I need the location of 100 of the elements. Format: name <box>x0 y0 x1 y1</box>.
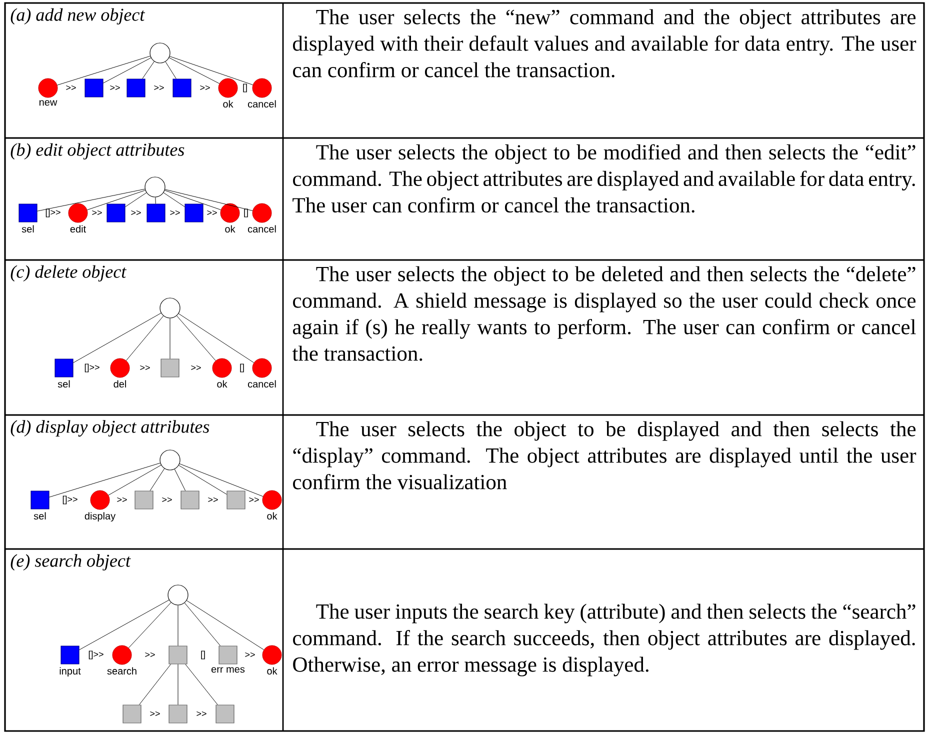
tree-line <box>155 197 156 204</box>
square-node <box>184 204 204 222</box>
tree-line <box>49 462 160 498</box>
row-heading: (e) search object <box>10 554 131 570</box>
square-node <box>216 704 234 724</box>
node-label: input <box>60 667 81 676</box>
tree-line <box>142 61 154 79</box>
operator-label: >> <box>145 652 155 657</box>
square-node <box>126 78 146 98</box>
node-label: ok <box>223 100 234 108</box>
operator-label: >> <box>249 497 259 502</box>
operator-label: >> <box>140 365 150 370</box>
node-label: display <box>84 512 116 522</box>
tree-line <box>179 464 264 497</box>
tree-line <box>185 664 218 705</box>
row-heading: (d) display object attributes <box>10 420 210 437</box>
node-label: ok <box>217 380 228 388</box>
operator-label: >> <box>208 497 218 502</box>
description: The user selects the “new” command and the object attributes are displayed with their default values and available for data entry. The user can confirm or cancel the transaction. <box>293 9 916 78</box>
description: The user selects the object to be displayed and then selects the “display” command. The object attributes are displayed until the user confirm the visualization <box>293 421 916 490</box>
row-heading: (b) edit object attributes <box>10 143 184 160</box>
square-node <box>146 204 166 222</box>
square-node <box>106 204 126 222</box>
node-label: err mes <box>211 667 245 673</box>
node-label: edit <box>70 225 86 233</box>
square-node <box>168 704 188 724</box>
operator-label: []>> <box>84 364 100 372</box>
tree-line <box>174 468 186 491</box>
row-heading: (c) delete object <box>10 265 127 282</box>
operator-label: [] <box>240 364 244 372</box>
operator-label: []>> <box>62 496 78 504</box>
square-node <box>160 358 180 378</box>
node-label: cancel <box>248 380 276 388</box>
tree-line <box>176 316 216 361</box>
row-heading: (a) add new object <box>10 8 146 25</box>
tree-line <box>139 664 171 705</box>
root-circle <box>160 450 180 470</box>
square-node <box>180 490 200 510</box>
tree-line <box>128 602 172 648</box>
node-label: del <box>114 380 126 388</box>
tree-line <box>79 600 170 650</box>
node-label: ok <box>267 512 278 520</box>
description: The user selects the object to be deleted and then selects the “delete” command. A shield message is displayed so the user could check once again if (s) he really wants to perform. The user can confirm or cancel the transaction. <box>292 266 916 361</box>
square-node <box>134 490 154 510</box>
operator-label: [] <box>243 84 247 92</box>
operator-label: >> <box>196 711 206 716</box>
operator-label: []>> <box>46 208 60 218</box>
node-label: sel <box>34 512 46 520</box>
operator-label: >> <box>150 711 160 716</box>
operator-label: >> <box>200 85 210 90</box>
node-label: sel <box>22 225 34 233</box>
root-circle <box>144 176 166 198</box>
operator-label: >> <box>170 210 180 215</box>
tree-line <box>73 312 162 363</box>
tree-line <box>178 313 254 363</box>
description: The user inputs the search key (attribute) and then selects the “search” command. If the search succeeds, then object attributes are displayed. Otherwise, an error message is displayed. <box>293 604 916 676</box>
square-node <box>168 646 188 664</box>
operator-label: >> <box>131 210 141 215</box>
tree-line <box>150 468 165 491</box>
tree-line <box>126 316 164 361</box>
root-circle <box>168 584 188 606</box>
node-label: cancel <box>248 100 276 108</box>
tree-line <box>103 58 152 84</box>
operator-label: [] <box>201 650 205 660</box>
root-circle <box>150 42 170 64</box>
tree-line <box>186 600 264 650</box>
operator-label: >> <box>245 652 255 657</box>
tree-line <box>57 56 150 86</box>
operator-label: >> <box>191 365 201 370</box>
node-label: new <box>40 100 58 106</box>
operator-label: >> <box>207 210 217 215</box>
tree-line <box>163 192 185 208</box>
tree-line <box>178 465 227 495</box>
tree-line <box>108 464 162 496</box>
node-label: ok <box>225 225 236 233</box>
description: The user selects the object to be modified and then selects the “edit” command. The object attributes are displayed and available for data entry. The user can confirm or cancel the transaction. <box>292 144 916 213</box>
node-label: sel <box>58 380 70 388</box>
tree-line <box>125 192 147 208</box>
tree-line <box>37 188 146 212</box>
node-label: cancel <box>248 225 276 233</box>
operator-label: >> <box>110 85 120 90</box>
operator-label: >> <box>117 497 127 502</box>
tree-line <box>165 61 176 79</box>
operator-label: >> <box>66 85 76 90</box>
node-label: ok <box>267 667 278 675</box>
operator-label: >> <box>92 210 102 215</box>
square-node <box>226 490 246 510</box>
tree-line <box>87 190 146 210</box>
tree-line <box>168 57 220 84</box>
root-circle <box>160 298 180 318</box>
square-node <box>122 704 142 724</box>
square-node <box>84 78 104 98</box>
operator-label: []>> <box>88 650 104 660</box>
tree-line <box>164 189 253 211</box>
tree-line <box>184 602 220 646</box>
operator-label: >> <box>162 497 172 502</box>
operator-label: >> <box>154 85 164 90</box>
tree-line <box>170 56 254 86</box>
tree-line <box>164 190 222 210</box>
square-node <box>172 78 192 98</box>
